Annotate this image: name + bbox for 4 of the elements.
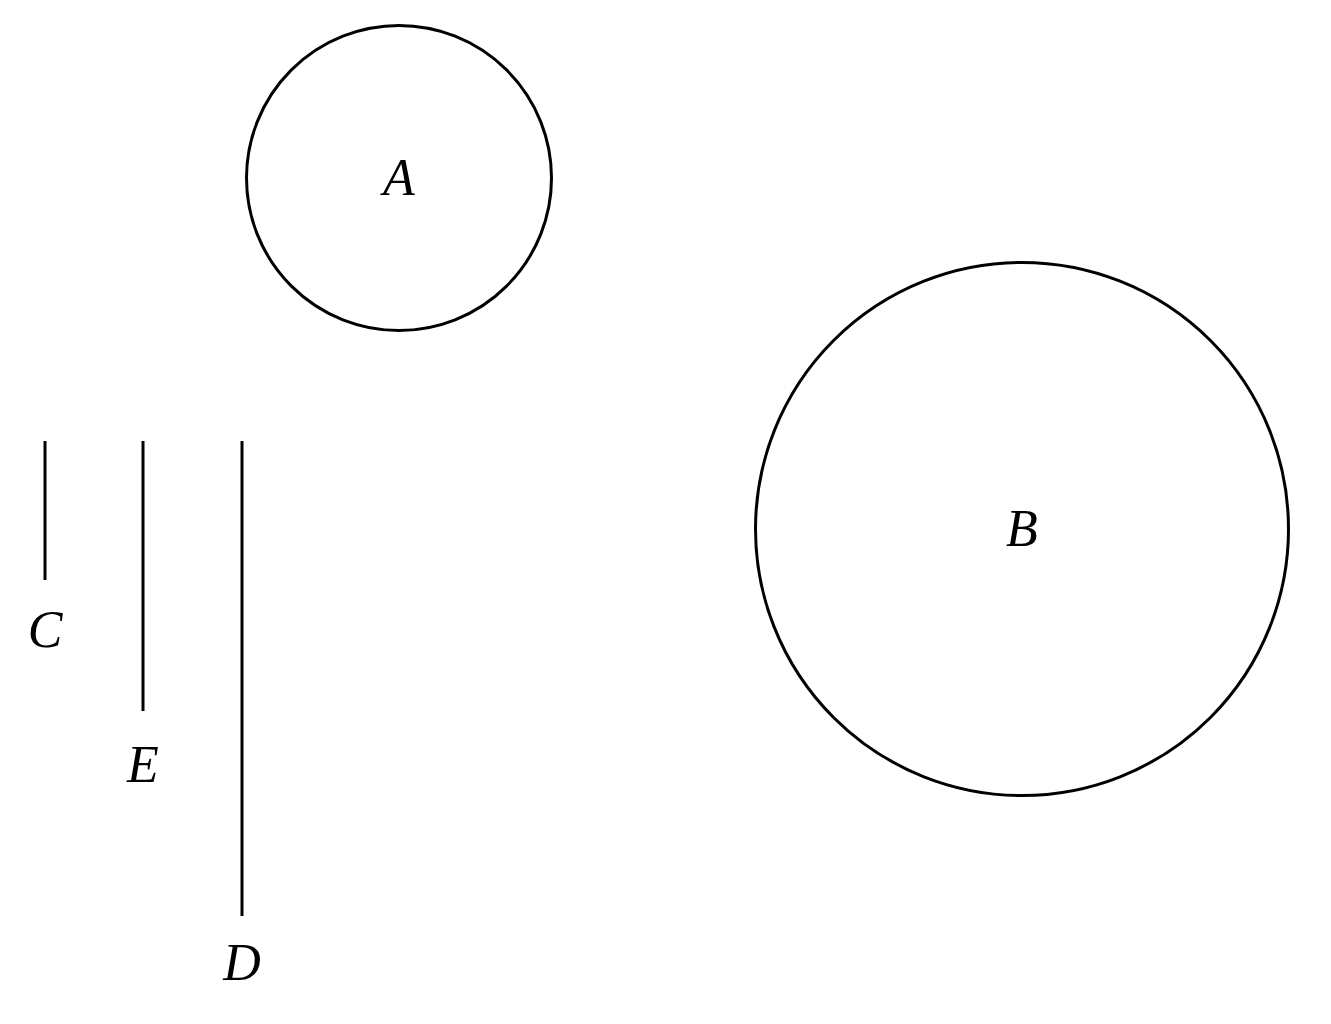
line-label: E <box>127 739 159 791</box>
line-label: C <box>27 604 63 656</box>
circle-label: B <box>1006 503 1038 555</box>
line-label: D <box>223 937 261 989</box>
